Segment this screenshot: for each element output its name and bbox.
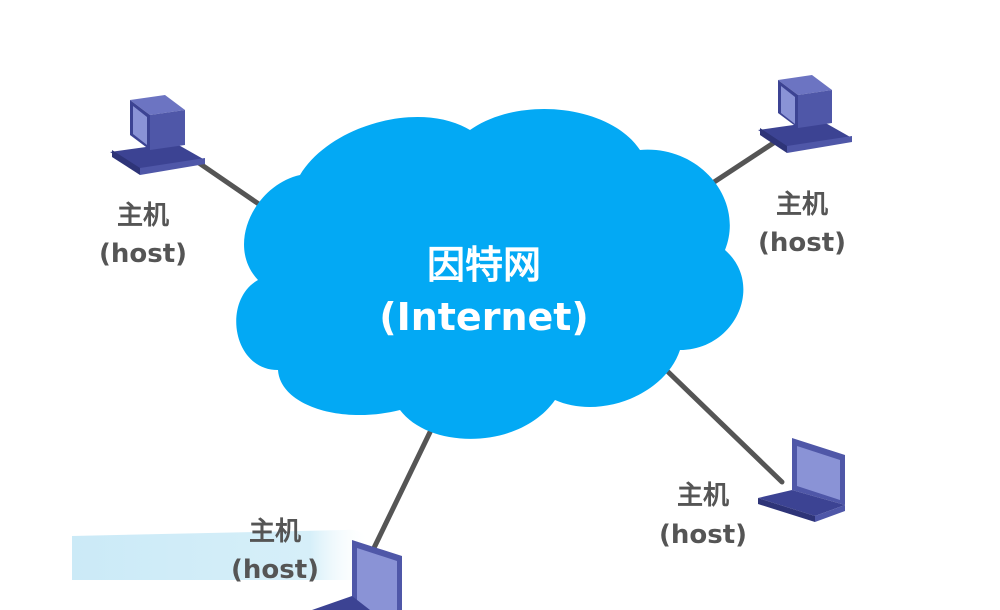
host-label: 主机 xyxy=(776,190,828,220)
host-bottom-right: 主机 (host) xyxy=(659,438,845,550)
cloud-name: 因特网 xyxy=(427,243,541,287)
host-top-left: 主机 (host) xyxy=(99,95,205,269)
cloud-shape xyxy=(236,108,744,439)
background-strip xyxy=(72,529,370,580)
laptop-computer-icon xyxy=(758,438,845,522)
link-bottom-right xyxy=(659,363,785,485)
host-label: 主机 xyxy=(677,481,729,511)
host-label-en: (host) xyxy=(231,555,319,585)
internet-cloud: 因特网 (Internet) xyxy=(236,108,744,439)
host-bottom-left: 主机 (host) xyxy=(231,517,402,610)
host-top-right: 主机 (host) xyxy=(758,75,852,258)
desktop-computer-icon xyxy=(110,95,205,175)
host-label: 主机 xyxy=(117,201,169,231)
laptop-computer-icon xyxy=(312,540,402,610)
host-label-en: (host) xyxy=(99,239,187,269)
host-label: 主机 xyxy=(249,517,301,547)
host-label-en: (host) xyxy=(758,228,846,258)
link-bottom-left xyxy=(369,425,435,555)
host-label-en: (host) xyxy=(659,520,747,550)
cloud-name-en: (Internet) xyxy=(379,295,589,339)
desktop-computer-icon xyxy=(758,75,852,153)
link-top-right xyxy=(702,139,778,191)
